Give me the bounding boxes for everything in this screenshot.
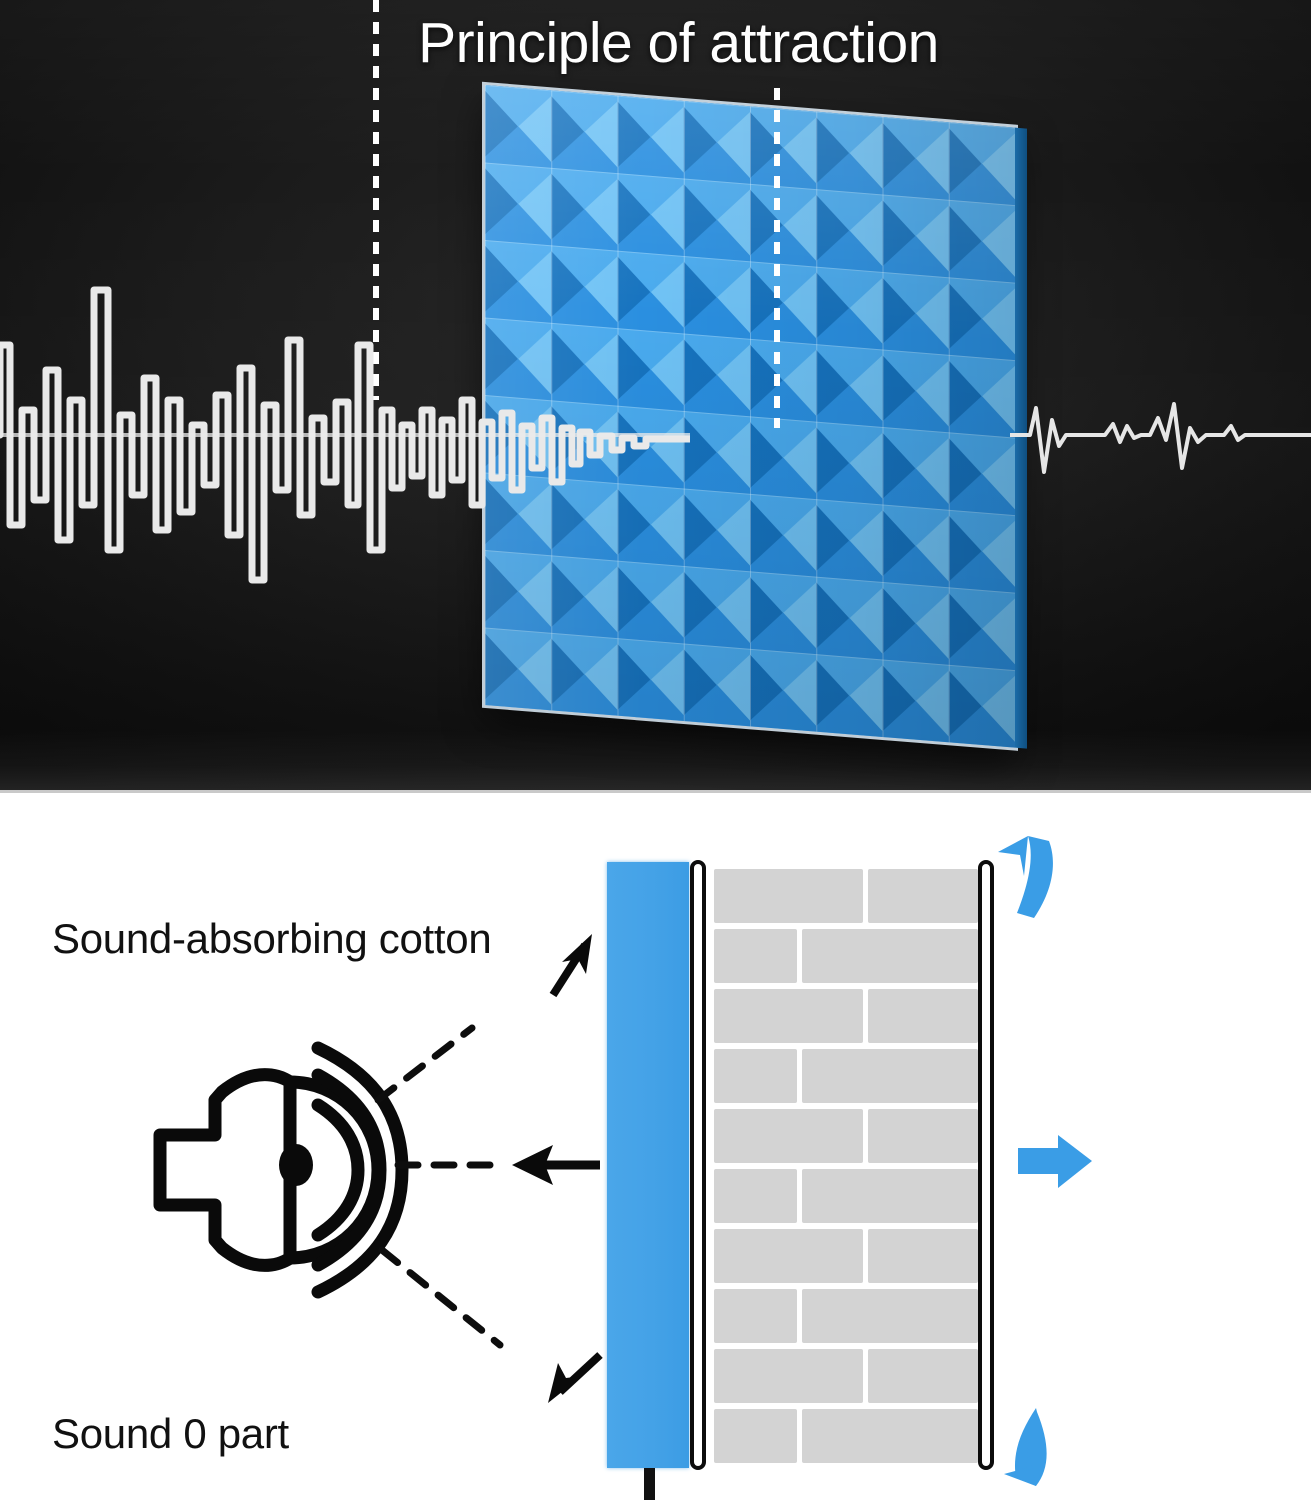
brick-row [714, 866, 978, 926]
wall-stud-right [978, 860, 994, 1470]
brick-row [714, 1406, 978, 1466]
cotton-slab-stem [644, 1468, 655, 1500]
brick [802, 929, 978, 983]
brick [714, 1169, 797, 1223]
brick [714, 1229, 863, 1283]
brick [868, 869, 978, 923]
brick [714, 989, 863, 1043]
brick [714, 869, 863, 923]
page-title: Principle of attraction [418, 11, 939, 75]
brick [714, 929, 797, 983]
brick-row [714, 1046, 978, 1106]
wall-stud-left [690, 860, 706, 1470]
brick-row [714, 1286, 978, 1346]
brick [714, 1289, 797, 1343]
label-sound-zero-part: Sound 0 part [52, 1410, 289, 1457]
foam-panel-body [485, 85, 1027, 749]
brick [868, 1109, 978, 1163]
principle-of-attraction-photo-panel: Principle of attraction [0, 0, 1311, 793]
brick-row [714, 1106, 978, 1166]
foam-shading-overlay [485, 85, 1015, 748]
brick [714, 1409, 797, 1463]
brick [868, 989, 978, 1043]
brick-wall [714, 866, 978, 1466]
brick-row [714, 986, 978, 1046]
brick [802, 1169, 978, 1223]
brick [802, 1409, 978, 1463]
label-sound-absorbing-cotton: Sound-absorbing cotton [52, 915, 492, 962]
transmitted-sound-wave [1010, 402, 1311, 474]
brick [714, 1049, 797, 1103]
foam-panel-side-edge [1015, 127, 1027, 749]
acoustic-pyramid-foam-panel [485, 85, 1027, 749]
brick-row [714, 926, 978, 986]
brick [802, 1049, 978, 1103]
exit-boundary-dotted-line [774, 88, 780, 428]
brick [802, 1289, 978, 1343]
incident-boundary-dotted-line [373, 0, 379, 400]
sound-absorbing-cotton-slab [607, 862, 689, 1468]
floor-gradient [0, 730, 1311, 790]
brick [868, 1229, 978, 1283]
brick [868, 1349, 978, 1403]
brick-row [714, 1166, 978, 1226]
brick-row [714, 1226, 978, 1286]
brick [714, 1109, 863, 1163]
brick-row [714, 1346, 978, 1406]
brick [714, 1349, 863, 1403]
